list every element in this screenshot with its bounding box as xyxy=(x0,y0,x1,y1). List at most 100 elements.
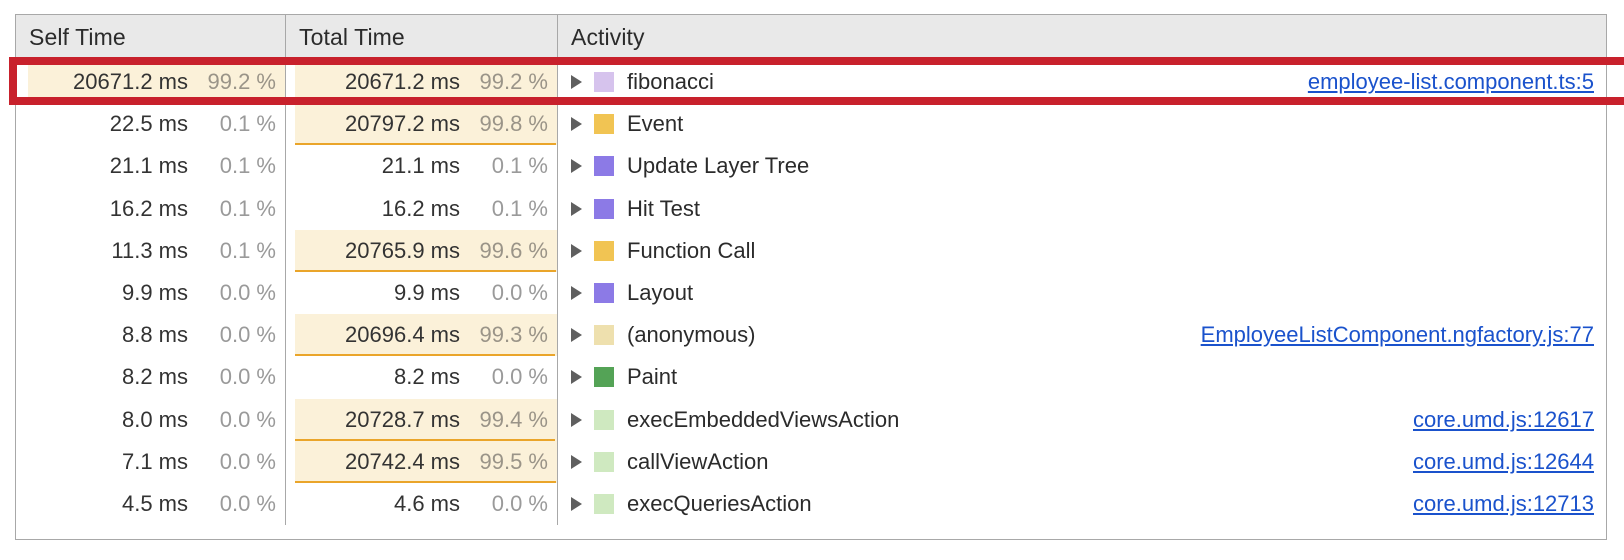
source-link[interactable]: EmployeeListComponent.ngfactory.js:77 xyxy=(1200,322,1594,348)
self-time-percent: 0.0 % xyxy=(219,322,276,348)
total-time-value: 20696.4 ms xyxy=(345,322,460,348)
total-time-percent: 99.5 % xyxy=(479,448,549,474)
activity-label: execEmbeddedViewsAction xyxy=(627,406,900,432)
total-time-percent: 0.0 % xyxy=(491,364,548,390)
activity-label: (anonymous) xyxy=(627,322,756,348)
activity-label: Update Layer Tree xyxy=(627,153,810,179)
total-time-value: 16.2 ms xyxy=(381,195,460,221)
expand-triangle-icon[interactable] xyxy=(571,286,582,301)
self-time-value: 22.5 ms xyxy=(109,111,188,137)
self-time-value: 20671.2 ms xyxy=(73,69,188,95)
scripting-yellow-swatch xyxy=(594,240,614,261)
self-time-percent: 0.1 % xyxy=(219,111,276,137)
expand-triangle-icon[interactable] xyxy=(571,412,582,427)
expand-triangle-icon[interactable] xyxy=(571,328,582,343)
source-link[interactable]: core.umd.js:12713 xyxy=(1413,490,1594,516)
self-time-bar: 9.9 ms 0.0 % xyxy=(28,272,285,314)
self-time-percent: 99.2 % xyxy=(207,69,277,95)
source-link[interactable]: employee-list.component.ts:5 xyxy=(1307,69,1594,95)
cell-total-time: 8.2 ms 0.0 % xyxy=(286,356,558,399)
self-time-percent: 0.1 % xyxy=(219,195,276,221)
painting-light-green-swatch xyxy=(594,409,614,430)
source-link[interactable]: core.umd.js:12617 xyxy=(1413,406,1594,432)
total-time-percent: 0.0 % xyxy=(491,490,548,516)
expand-triangle-icon[interactable] xyxy=(571,243,582,258)
self-time-value: 4.5 ms xyxy=(121,490,188,516)
total-time-value: 20728.7 ms xyxy=(345,406,460,432)
self-time-percent: 0.0 % xyxy=(219,280,276,306)
cell-activity: Event xyxy=(558,103,1606,145)
self-time-bar: 8.8 ms 0.0 % xyxy=(28,314,285,356)
column-header-self-time[interactable]: Self Time xyxy=(16,15,286,60)
expand-triangle-icon[interactable] xyxy=(571,75,582,90)
rendering-purple-swatch xyxy=(594,156,614,177)
expand-triangle-icon[interactable] xyxy=(571,117,582,132)
expand-triangle-icon[interactable] xyxy=(571,201,582,216)
painting-light-green-swatch xyxy=(594,493,614,514)
cell-total-time: 16.2 ms 0.1 % xyxy=(286,187,558,230)
self-time-value: 9.9 ms xyxy=(121,280,188,306)
scripting-light-purple-swatch xyxy=(594,72,614,93)
total-time-value: 8.2 ms xyxy=(393,364,460,390)
total-time-percent: 99.2 % xyxy=(479,69,549,95)
source-link[interactable]: core.umd.js:12644 xyxy=(1413,448,1594,474)
expand-triangle-icon[interactable] xyxy=(571,370,582,385)
cell-self-time: 8.2 ms 0.0 % xyxy=(16,356,286,399)
painting-light-green-swatch xyxy=(594,451,614,472)
column-header-total-time[interactable]: Total Time xyxy=(286,15,558,60)
self-time-value: 8.8 ms xyxy=(121,322,188,348)
self-time-value: 21.1 ms xyxy=(109,153,188,179)
self-time-value: 7.1 ms xyxy=(121,448,188,474)
scripting-pale-yellow-swatch xyxy=(594,325,614,346)
self-time-percent: 0.0 % xyxy=(219,406,276,432)
total-time-value: 20797.2 ms xyxy=(345,111,460,137)
cell-activity: callViewAction core.umd.js:12644 xyxy=(558,441,1606,483)
expand-triangle-icon[interactable] xyxy=(571,496,582,511)
self-time-bar: 22.5 ms 0.1 % xyxy=(28,103,285,145)
self-time-percent: 0.0 % xyxy=(219,364,276,390)
expand-triangle-icon[interactable] xyxy=(571,454,582,469)
activity-label: callViewAction xyxy=(627,448,769,474)
table-header-row: Self Time Total Time Activity xyxy=(16,15,1606,61)
total-time-percent: 0.0 % xyxy=(491,280,548,306)
column-header-activity[interactable]: Activity xyxy=(571,24,645,50)
activity-label: Layout xyxy=(627,280,694,306)
self-time-bar: 8.2 ms 0.0 % xyxy=(28,356,285,398)
total-time-value: 20765.9 ms xyxy=(345,237,460,263)
self-time-value: 8.2 ms xyxy=(121,364,188,390)
self-time-value: 8.0 ms xyxy=(121,406,188,432)
cell-self-time: 20671.2 ms 99.2 % xyxy=(16,61,286,104)
cell-activity: Update Layer Tree xyxy=(558,145,1606,187)
total-time-percent: 0.1 % xyxy=(491,195,548,221)
expand-triangle-icon[interactable] xyxy=(571,159,582,174)
